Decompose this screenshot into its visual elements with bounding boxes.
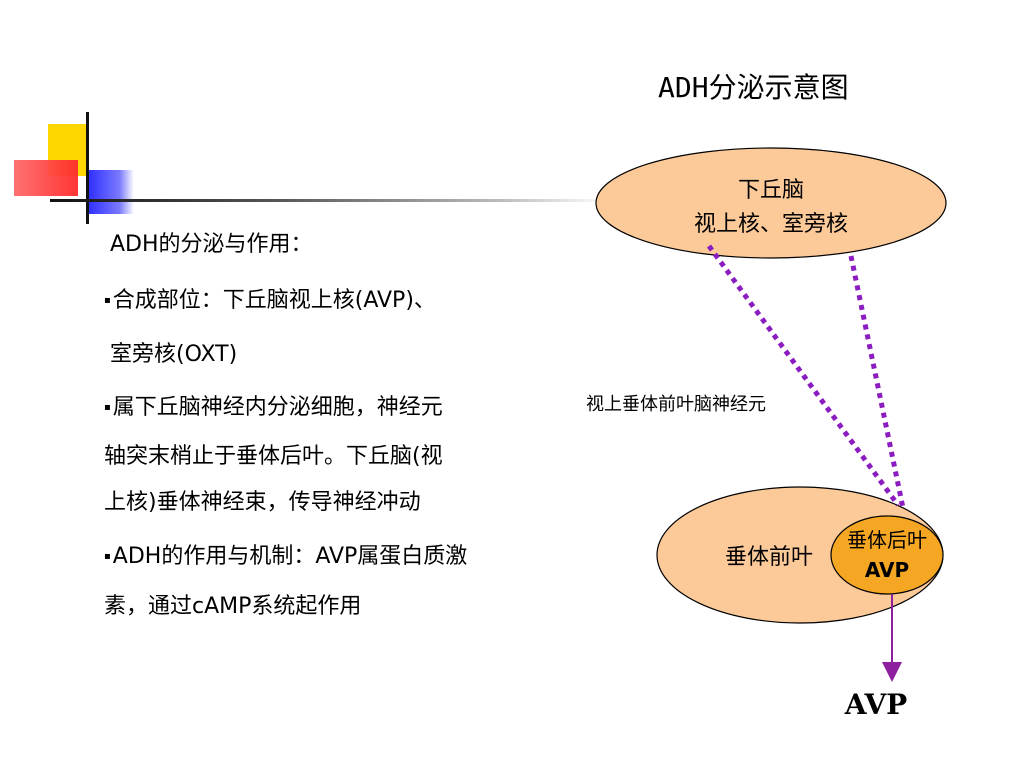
- text-line-6: 上核)垂体神经束，传导神经冲动: [104, 490, 421, 515]
- nerve-fiber-2: [848, 255, 906, 509]
- hypothalamus-label: 下丘脑: [738, 178, 804, 203]
- fiber-label: 视上垂体前叶脑神经元: [586, 394, 766, 415]
- bullet-icon: ▪: [104, 551, 111, 562]
- decor-vertical-line: [86, 112, 89, 224]
- nerve-fiber-1: [706, 244, 901, 507]
- decor-blue-square: [86, 170, 134, 214]
- nuclei-label: 视上核、室旁核: [694, 212, 848, 237]
- posterior-pituitary-label: 垂体后叶: [847, 528, 927, 552]
- text-line-7: ADH的作用与机制：AVP属蛋白质激: [112, 544, 468, 569]
- hypothalamus-ellipse: [595, 147, 947, 259]
- text-line-5: 轴突末梢止于垂体后叶。下丘脑(视: [104, 444, 443, 469]
- text-line-8: 素，通过cAMP系统起作用: [104, 594, 362, 619]
- decor-horizontal-line: [50, 199, 610, 202]
- bullet-icon: ▪: [104, 402, 111, 413]
- page-title: ADH分泌示意图: [658, 71, 849, 104]
- text-heading: ADH的分泌与作用：: [110, 232, 313, 257]
- decor-red-square: [14, 160, 78, 196]
- text-bullet-3: ▪ADH的作用与机制：AVP属蛋白质激: [104, 546, 467, 568]
- text-line-2: 合成部位：下丘脑视上核(AVP)、: [112, 288, 436, 313]
- text-bullet-1: ▪合成部位：下丘脑视上核(AVP)、: [104, 290, 436, 312]
- text-bullet-2: ▪属下丘脑神经内分泌细胞，神经元: [104, 397, 443, 419]
- posterior-pituitary-ellipse: [830, 515, 944, 595]
- avp-output-label: AVP: [844, 688, 907, 721]
- text-line-3: 室旁核(OXT): [110, 342, 238, 367]
- bullet-icon: ▪: [104, 295, 111, 306]
- posterior-avp-label: AVP: [865, 558, 909, 582]
- text-line-4: 属下丘脑神经内分泌细胞，神经元: [112, 395, 443, 420]
- anterior-pituitary-label: 垂体前叶: [725, 545, 813, 570]
